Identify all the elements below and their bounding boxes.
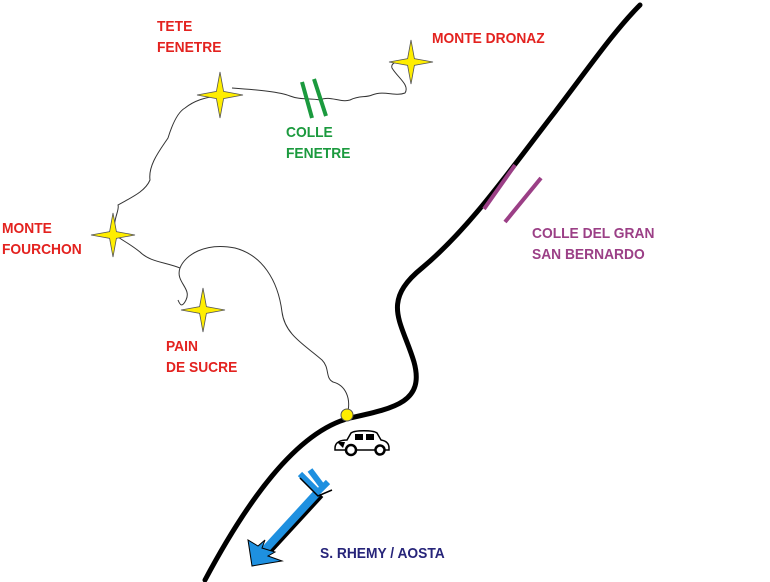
label-line: COLLE	[286, 124, 333, 141]
peak-label-monte-fourchon: MONTE FOURCHON	[2, 218, 82, 260]
label-line: FENETRE	[157, 39, 222, 56]
hiking-trail	[113, 60, 412, 416]
peak-star-icon-tete-fenetre	[196, 71, 244, 119]
colle-fenetre-pass-mark	[300, 78, 328, 119]
label-line: PAIN	[166, 338, 198, 355]
direction-label: S. RHEMY / AOSTA	[320, 543, 445, 564]
label-line: MONTE	[2, 220, 52, 237]
label-line: FOURCHON	[2, 241, 82, 258]
peak-label-monte-dronaz: MONTE DRONAZ	[432, 28, 545, 49]
peak-star-icon-pain-de-sucre	[180, 287, 226, 333]
peak-label-tete-fenetre: TETE FENETRE	[157, 16, 221, 58]
pass-label-gran-san-bernardo: COLLE DEL GRAN SAN BERNARDO	[532, 223, 654, 265]
gran-san-bernardo-pass-mark	[482, 163, 543, 224]
label-line: FENETRE	[286, 145, 351, 162]
label-line: S. RHEMY / AOSTA	[320, 545, 445, 562]
parking-point	[340, 408, 354, 422]
label-line: COLLE DEL GRAN	[532, 225, 655, 242]
pass-label-colle-fenetre: COLLE FENETRE	[286, 122, 350, 164]
label-line: SAN BERNARDO	[532, 246, 645, 263]
peak-star-icon-monte-fourchon	[90, 212, 136, 258]
peak-star-icon-monte-dronaz	[388, 39, 434, 85]
direction-arrow	[247, 468, 333, 567]
label-line: DE SUCRE	[166, 359, 238, 376]
car-icon	[334, 430, 390, 457]
label-line: MONTE DRONAZ	[432, 30, 545, 47]
label-line: TETE	[157, 18, 193, 35]
peak-label-pain-de-sucre: PAIN DE SUCRE	[166, 336, 237, 378]
road	[202, 2, 643, 582]
